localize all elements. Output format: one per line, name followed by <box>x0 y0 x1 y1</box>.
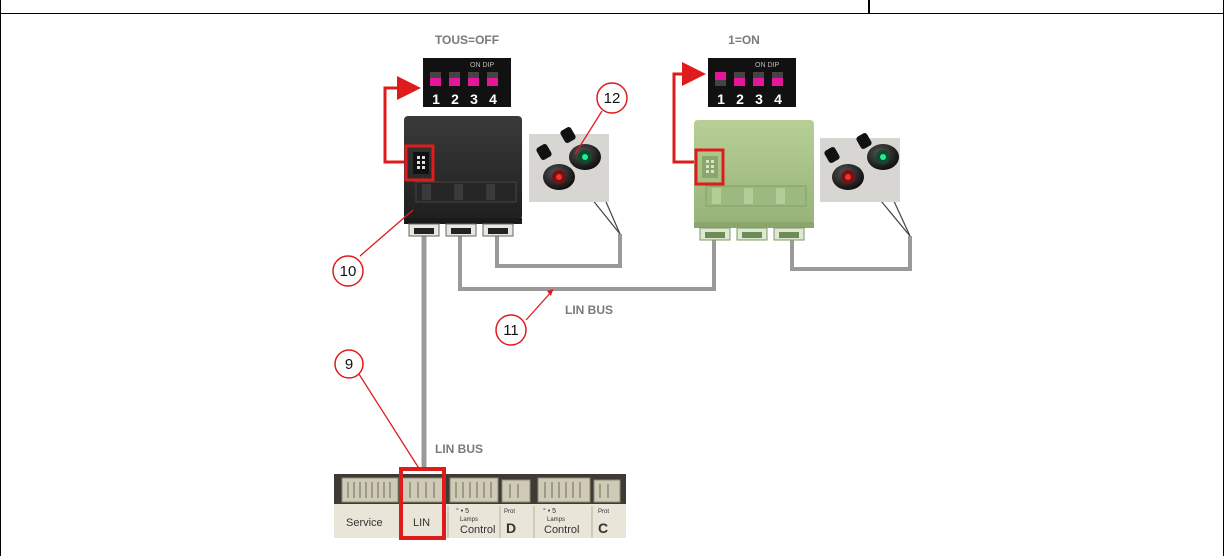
pcb-connector-photo: Service LIN ° • 5 Lamps Control Prot D °… <box>334 467 626 540</box>
pcb-lin-label: LIN <box>413 517 430 529</box>
dip-right-num-4: 4 <box>774 91 782 107</box>
callout-9-label: 9 <box>345 356 353 373</box>
dip-right-num-1: 1 <box>717 91 725 107</box>
leader-9 <box>356 370 421 471</box>
frame-top-row <box>0 0 1224 14</box>
callout-10: 10 <box>332 255 364 287</box>
pcb-service-label: Service <box>346 517 383 529</box>
callout-12: 12 <box>596 82 628 114</box>
dip-left-title: TOUS=OFF <box>435 33 499 47</box>
dip-switch-left: ON DIP 1 2 3 4 <box>423 58 511 107</box>
callout-leaders <box>356 110 603 471</box>
frame-main-cell <box>0 14 1224 556</box>
lamp-photo-right <box>820 133 900 202</box>
pcb-pinmarks-d: ° • 5 <box>456 507 469 515</box>
callout-10-label: 10 <box>340 263 357 280</box>
callout-9: 9 <box>334 349 364 379</box>
pcb-letter-d: D <box>506 520 516 536</box>
leader-11 <box>525 289 554 321</box>
dip-left-header: ON DIP <box>470 62 494 69</box>
module-dark <box>404 116 522 237</box>
arrow-left-module-to-dip <box>383 76 421 164</box>
dip-right-num-3: 3 <box>755 91 763 107</box>
arrow-right-module-to-dip <box>672 62 706 164</box>
lamp-photo-left <box>529 127 609 202</box>
highlight-lin-connector <box>399 467 446 540</box>
callout-11-label: 11 <box>503 322 519 339</box>
leader-10 <box>359 209 414 257</box>
pcb-letter-c: C <box>598 520 608 536</box>
highlight-green-dip-location <box>694 148 725 186</box>
callout-12-label: 12 <box>604 90 621 107</box>
lin-bus-label-vertical: LIN BUS <box>435 442 483 456</box>
dip-left-num-1: 1 <box>432 91 440 107</box>
callout-11: 11 <box>495 314 527 346</box>
pcb-pinmarks-c: ° • 5 <box>543 507 556 515</box>
dip-right-title: 1=ON <box>728 33 760 47</box>
dip-left-num-4: 4 <box>489 91 497 107</box>
cable-lamps-left <box>495 234 622 268</box>
dip-right-header: ON DIP <box>755 62 779 69</box>
leader-11-arrowhead <box>547 289 553 296</box>
cable-lin-bus-between-modules <box>458 236 716 291</box>
dip-left-num-2: 2 <box>451 91 459 107</box>
module-green <box>694 120 814 241</box>
dip-right-num-2: 2 <box>736 91 744 107</box>
cable-lamps-right <box>790 236 912 271</box>
pcb-prot-c: Prot <box>598 509 609 515</box>
pcb-lamps-d: Lamps <box>460 517 478 523</box>
dip-left-num-3: 3 <box>470 91 478 107</box>
leader-12 <box>574 110 603 155</box>
dip-switch-right: ON DIP 1 2 3 4 <box>708 58 796 107</box>
frame-top-divider <box>868 0 870 14</box>
pcb-control-c: Control <box>544 524 579 536</box>
lin-bus-label-horizontal: LIN BUS <box>565 303 613 317</box>
pcb-prot-d: Prot <box>504 509 515 515</box>
highlight-dark-dip-location <box>404 144 435 182</box>
pcb-lamps-c: Lamps <box>547 517 565 523</box>
pcb-control-d: Control <box>460 524 495 536</box>
cables <box>421 234 912 470</box>
